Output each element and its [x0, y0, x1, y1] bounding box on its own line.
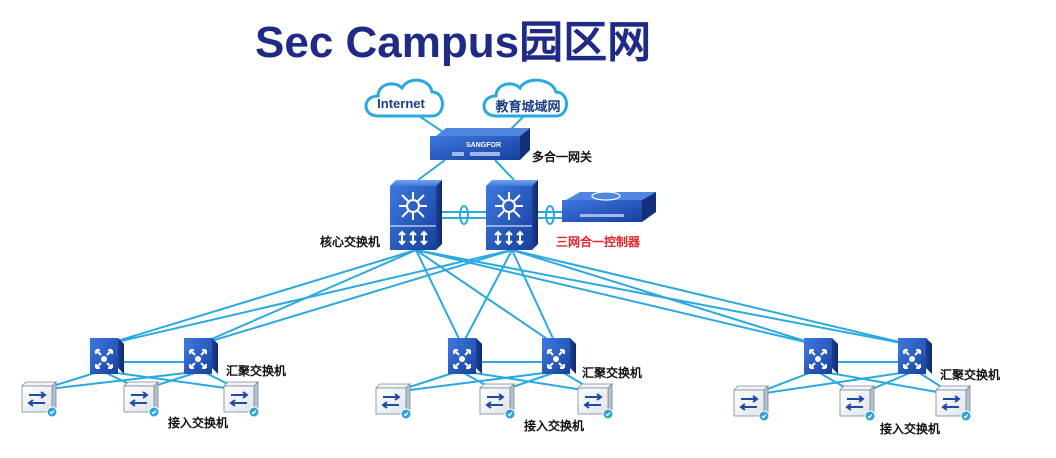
edu-network-cloud-icon	[482, 78, 568, 118]
access-switch-icon	[21, 381, 58, 418]
aggregation-switch-icon	[447, 337, 483, 375]
internet-cloud-icon	[364, 78, 444, 118]
core-aggregation-links	[103, 249, 913, 346]
aggregation-switch-icon	[541, 337, 577, 375]
link-gateway-core1	[417, 159, 446, 181]
aggregation-switch-label: 汇聚交换机	[226, 364, 287, 378]
core-switch-label: 核心交换机	[320, 235, 381, 249]
access-switch-icon	[839, 385, 876, 422]
access-switch-icon	[375, 383, 412, 420]
access-switch-label: 接入交换机	[168, 416, 229, 430]
aggregation-switch-label: 汇聚交换机	[582, 366, 643, 380]
controller-device-icon	[562, 191, 656, 222]
access-switch-icon	[577, 383, 614, 420]
aggregation-switch-icon	[803, 337, 839, 375]
access-switch-label: 接入交换机	[880, 422, 941, 436]
access-switch-icon	[935, 385, 972, 422]
access-switch-icon	[123, 381, 160, 418]
edu-network-cloud-label: 教育城域网	[495, 99, 561, 114]
aggregation-switch-icon	[89, 337, 125, 375]
link-gateway-core2	[494, 159, 515, 181]
controller-label: 三网合一控制器	[556, 235, 641, 249]
core-switch-1-icon	[390, 180, 442, 250]
gateway-device-icon	[430, 128, 530, 160]
core-switch-2-icon	[486, 180, 538, 250]
gateway-brand-text: SANGFOR	[466, 142, 501, 149]
core-interconnect	[442, 205, 562, 225]
aggregation-switch-icon	[183, 337, 219, 375]
internet-cloud-label: Internet	[377, 96, 425, 111]
access-switch-icon	[733, 385, 770, 422]
page-title: Sec Campus园区网	[255, 18, 652, 67]
access-switch-icon	[479, 383, 516, 420]
access-switch-label: 接入交换机	[524, 419, 585, 433]
gateway-label: 多合一网关	[532, 150, 593, 164]
aggregation-switch-label: 汇聚交换机	[940, 368, 1001, 382]
aggregation-switch-icon	[897, 337, 933, 375]
access-switch-icon	[223, 381, 260, 418]
